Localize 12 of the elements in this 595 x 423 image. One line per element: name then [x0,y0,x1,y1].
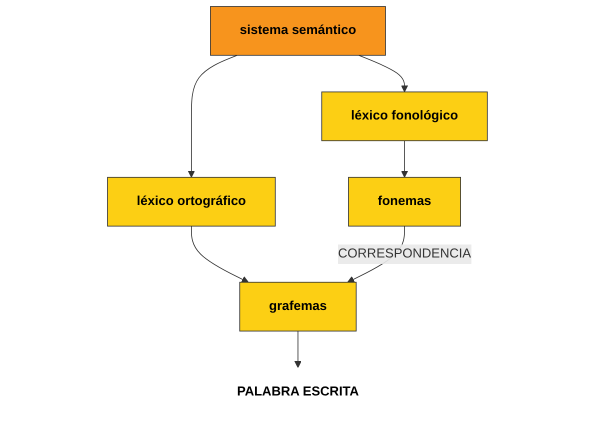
node-box: grafemas [239,282,357,332]
arrow [358,54,408,92]
arrow [294,330,302,368]
node-box: léxico fonológico [321,92,488,142]
edge-label: CORRESPONDENCIA [338,246,472,261]
arrow [191,226,249,283]
arrow [188,54,238,178]
node-box: sistema semántico [210,6,386,56]
arrow [401,140,408,178]
node-text: PALABRA ESCRITA [237,384,360,399]
node-box: fonemas [348,176,462,227]
node-box: léxico ortográfico [107,176,276,227]
